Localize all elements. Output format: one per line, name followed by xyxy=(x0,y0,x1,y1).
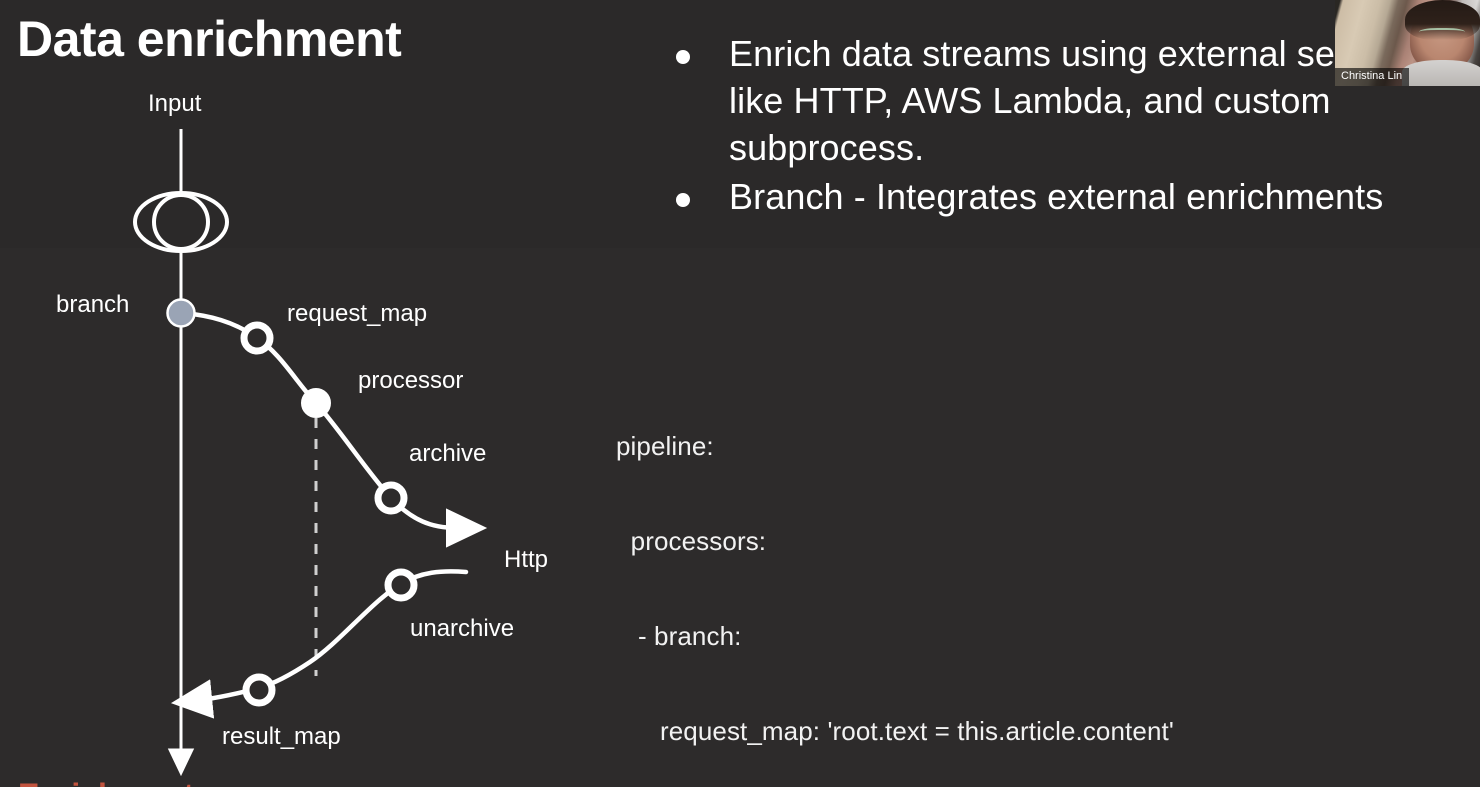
yaml-line: request_map: 'root.text = this.article.c… xyxy=(616,715,1174,746)
node-branch[interactable] xyxy=(166,298,196,328)
page-title: Data enrichment xyxy=(17,11,402,67)
diagram-label-unarchive: unarchive xyxy=(410,615,515,642)
diagram-canvas xyxy=(133,129,488,777)
diagram-label-request-map: request_map xyxy=(287,300,428,327)
node-result-map[interactable] xyxy=(242,673,276,707)
diagram-label-processor: processor xyxy=(358,367,464,394)
yaml-line: processors: xyxy=(616,525,767,556)
diagram-label-archive: archive xyxy=(409,440,487,467)
yaml-config-block: pipeline: processors: - branch: request_… xyxy=(616,368,1357,787)
node-archive[interactable] xyxy=(374,481,408,515)
bullet-text: Enrich data streams using external servi… xyxy=(729,33,1430,168)
bullet-dot-icon xyxy=(676,193,690,207)
eye-inner-circle xyxy=(152,193,210,251)
bullet-text: Branch - Integrates external enrichments xyxy=(729,176,1384,217)
bullet-list: Enrich data streams using external servi… xyxy=(676,30,1466,222)
diagram-label-input: Input xyxy=(148,90,202,117)
bullet-item: Branch - Integrates external enrichments xyxy=(676,173,1466,220)
http-to-result-map-path xyxy=(170,569,469,719)
yaml-line: pipeline: xyxy=(616,431,714,462)
node-request-map[interactable] xyxy=(240,321,274,355)
node-unarchive[interactable] xyxy=(384,568,418,602)
participant-collar xyxy=(1401,60,1480,86)
bullet-item: Enrich data streams using external servi… xyxy=(676,30,1466,171)
diagram-label-branch: branch xyxy=(56,291,130,318)
diagram-label-http: Http xyxy=(504,546,549,573)
video-participant-tile[interactable]: Christina Lin xyxy=(1335,0,1480,86)
diagram-label-result-map: result_map xyxy=(222,723,341,750)
branch-to-archive-path xyxy=(178,310,488,548)
yaml-line: - branch: xyxy=(616,620,742,651)
participant-hair xyxy=(1404,0,1480,40)
bottom-clipped-heading: Enrichment xyxy=(18,777,194,787)
bullet-dot-icon xyxy=(676,50,690,64)
glasses-icon xyxy=(1419,28,1466,38)
eye-outer-ellipse xyxy=(133,191,229,253)
pipeline-diagram: Input branch request_map processor archi… xyxy=(0,0,620,787)
participant-name-label: Christina Lin xyxy=(1335,68,1410,86)
node-processor[interactable] xyxy=(301,388,331,418)
